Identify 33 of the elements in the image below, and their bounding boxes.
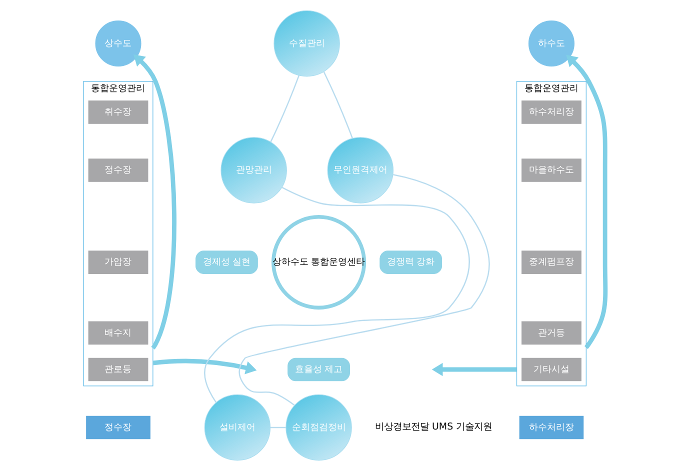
- node-box: 관거등: [521, 321, 581, 345]
- node-circle: 무인원격제어: [326, 137, 393, 204]
- node-circle: 설비제어: [204, 394, 270, 461]
- node-box: 효율성 제고: [287, 358, 350, 382]
- node-box: 하수처리장: [518, 416, 584, 440]
- connector: [238, 174, 490, 406]
- node-box: 중계펌프장: [521, 250, 581, 274]
- node-box: 취수장: [88, 100, 148, 124]
- node-circle: 순회점검정비: [285, 394, 352, 461]
- connector: [270, 426, 286, 428]
- arrow: [152, 358, 256, 374]
- node-box: 경쟁력 강화: [379, 250, 442, 274]
- node-box: 기타시설: [521, 358, 581, 382]
- node-circle: 수질관리: [273, 10, 340, 77]
- connector: [270, 75, 300, 142]
- node-box: 하수처리장: [521, 100, 581, 124]
- connector: [322, 71, 353, 139]
- node-box: 정수장: [88, 158, 148, 182]
- node-box: 경제성 실현: [195, 250, 258, 274]
- arrow: [431, 362, 516, 376]
- node-circle: 관망관리: [220, 137, 286, 204]
- node-box: 가압장: [88, 250, 148, 274]
- node-circle: 하수도: [528, 20, 574, 66]
- node-box: 관로등: [88, 358, 148, 382]
- arrow: [132, 54, 176, 350]
- node-circle: 상하수도 통합운영센타: [270, 215, 366, 310]
- connector: [204, 186, 470, 403]
- node-box: 마을하수도: [521, 158, 581, 182]
- node-box: 배수지: [88, 321, 148, 345]
- arrow: [566, 54, 608, 349]
- label: 비상경보전달 UMS 기술지원: [374, 422, 492, 433]
- node-circle: 상수도: [94, 20, 141, 66]
- node-box: 정수장: [86, 416, 150, 440]
